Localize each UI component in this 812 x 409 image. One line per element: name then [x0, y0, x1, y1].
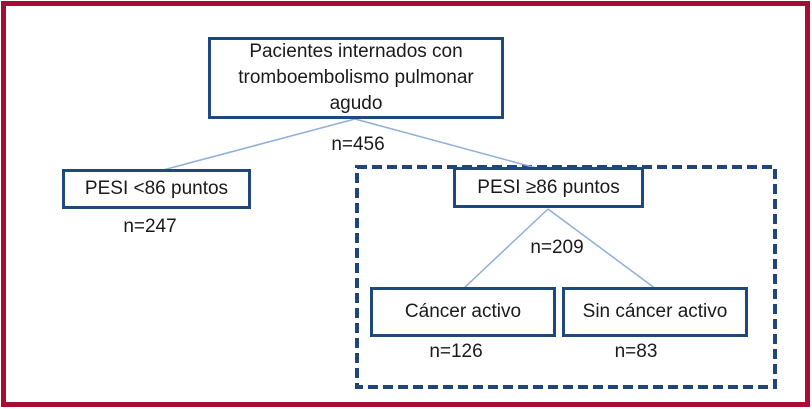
high-risk-group-dashed-border [355, 165, 777, 389]
count-no-active-cancer: n=83 [614, 341, 658, 362]
count-high-pesi: n=209 [530, 237, 584, 258]
node-low-pesi-label: PESI <86 puntos [84, 178, 229, 199]
connector-root-to-high-pesi [354, 118, 541, 170]
connector-root-to-low-pesi [162, 118, 356, 171]
count-patients-root: n=456 [331, 134, 385, 155]
node-no-active-cancer-label: Sin cáncer activo [582, 301, 728, 322]
node-high-pesi: PESI ≥86 puntos [453, 167, 644, 208]
node-low-pesi: PESI <86 puntos [62, 169, 251, 209]
count-low-pesi: n=247 [123, 216, 177, 237]
node-patients-root-label: Pacientes internados con tromboembolismo… [238, 41, 474, 114]
node-active-cancer: Cáncer activo [370, 287, 556, 337]
count-active-cancer: n=126 [429, 341, 483, 362]
node-patients-root: Pacientes internados con tromboembolismo… [208, 37, 504, 119]
connector-high-pesi-to-no-cancer [547, 208, 657, 290]
node-high-pesi-label: PESI ≥86 puntos [477, 176, 620, 198]
node-active-cancer-label: Cáncer activo [404, 301, 522, 322]
node-no-active-cancer: Sin cáncer activo [562, 287, 748, 337]
connector-high-pesi-to-cancer [462, 208, 549, 290]
